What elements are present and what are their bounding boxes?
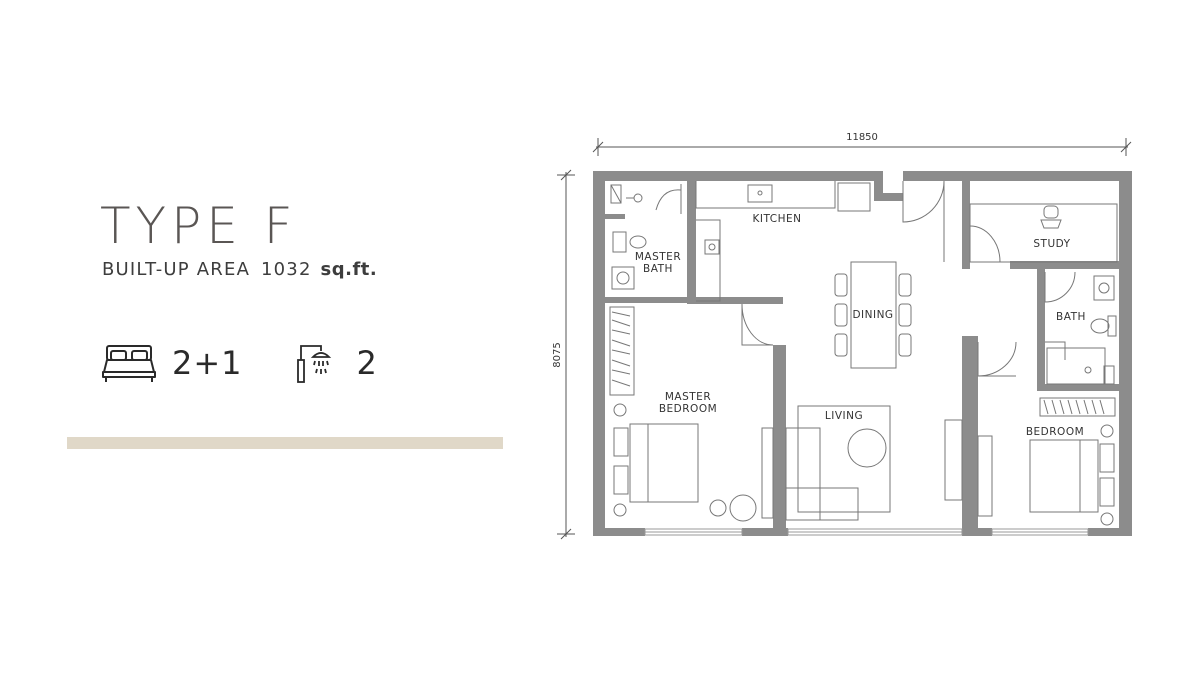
room-living-label: LIVING [825,410,863,422]
interior-walls [605,171,1132,528]
room-master-bedroom-label-1: MASTER [665,391,711,403]
exterior-walls [593,171,1132,536]
height-dimension-label: 8075 [552,342,563,367]
bedroom-count: 2+1 [172,344,243,382]
width-dimension-label: 11850 [846,132,878,143]
unit-stats: 2+1 2 [100,340,378,386]
bathroom-count: 2 [356,344,378,382]
windows [644,528,1089,536]
area-label: BUILT-UP AREA [102,259,251,280]
height-dimension [557,169,575,540]
room-dining-label: DINING [852,309,893,321]
room-study-label: STUDY [1033,238,1070,250]
shower-icon [296,345,331,383]
room-kitchen-label: KITCHEN [753,213,802,225]
unit-type-title: TYPE F [100,197,298,255]
area-value: 1032 [261,259,312,280]
built-up-area: BUILT-UP AREA 1032 sq.ft. [102,259,377,280]
section-divider [67,437,503,449]
room-master-bath-label-2: BATH [643,263,673,275]
bed-icon [102,345,156,382]
room-bedroom-label: BEDROOM [1026,426,1084,438]
room-master-bath-label-1: MASTER [635,251,681,263]
room-bath-label: BATH [1056,311,1086,323]
floor-plan: 11850 8075 [552,132,1132,540]
fixtures [609,181,1118,526]
area-unit: sq.ft. [320,259,378,280]
doors [741,180,1076,377]
width-dimension [592,138,1132,156]
room-master-bedroom-label-2: BEDROOM [659,403,717,415]
